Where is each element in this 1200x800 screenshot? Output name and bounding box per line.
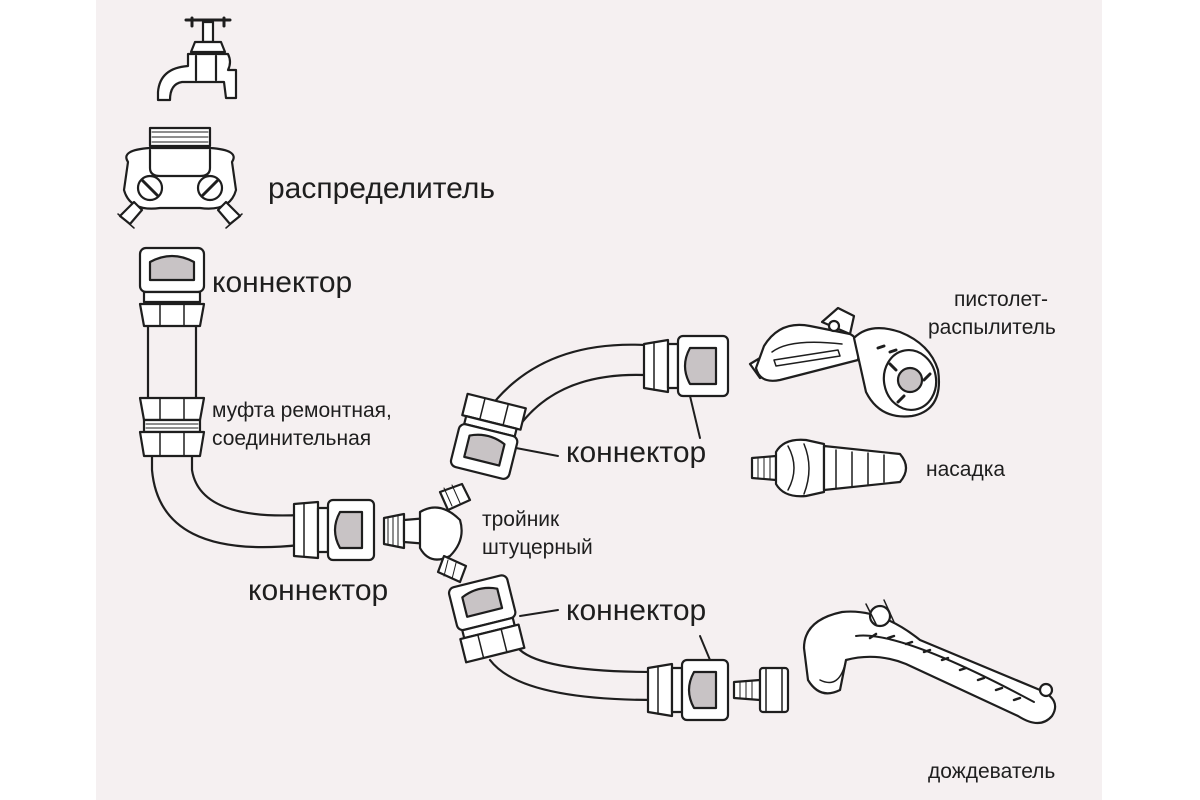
repair-coupling-icon	[138, 396, 206, 458]
faucet-icon	[156, 16, 238, 102]
label-connector-lower-branch: коннектор	[566, 594, 707, 627]
label-distributor: распределитель	[268, 172, 496, 205]
hose-connector-middle-icon	[292, 498, 376, 562]
leader-connector-lower-branch	[519, 609, 559, 617]
leader-connector-upper-right	[689, 395, 701, 439]
hose-left	[146, 316, 302, 549]
label-connector-upper-branch: коннектор	[566, 436, 707, 469]
label-connector-top: коннектор	[212, 266, 353, 299]
oscillating-sprinkler-icon	[802, 599, 1057, 725]
hose-connector-upper-branch-icon	[449, 392, 527, 480]
hose-lower-branch	[488, 648, 657, 702]
leader-lines	[515, 395, 711, 661]
label-connector-middle: коннектор	[248, 574, 389, 607]
label-nozzle: насадка	[926, 458, 1006, 481]
spray-nozzle-icon	[750, 438, 908, 498]
hose-connector-lower-branch-icon	[447, 574, 526, 664]
hose-adapter-icon	[732, 666, 790, 714]
two-way-distributor-icon	[117, 126, 243, 229]
hose-upper-branch	[486, 343, 647, 427]
label-spray-gun-line2: распылитель	[928, 316, 1056, 339]
label-spray-gun-line1: пистолет-	[954, 288, 1049, 311]
leader-connector-upper-branch	[515, 447, 559, 457]
leader-connector-lower-right	[699, 635, 711, 661]
label-coupling-line1: муфта ремонтная,	[212, 399, 392, 422]
hose-connector-lower-right-icon	[646, 658, 730, 722]
tee-fitting-icon	[382, 482, 472, 584]
spray-gun-icon	[748, 306, 940, 418]
hose-connector-upper-right-icon	[642, 334, 730, 398]
label-tee-line1: тройник	[482, 508, 560, 531]
hose-connector-top-icon	[138, 246, 206, 328]
label-sprinkler: дождеватель	[928, 760, 1056, 783]
label-coupling-line2: соединительная	[212, 427, 372, 450]
label-tee-line2: штуцерный	[482, 536, 593, 559]
